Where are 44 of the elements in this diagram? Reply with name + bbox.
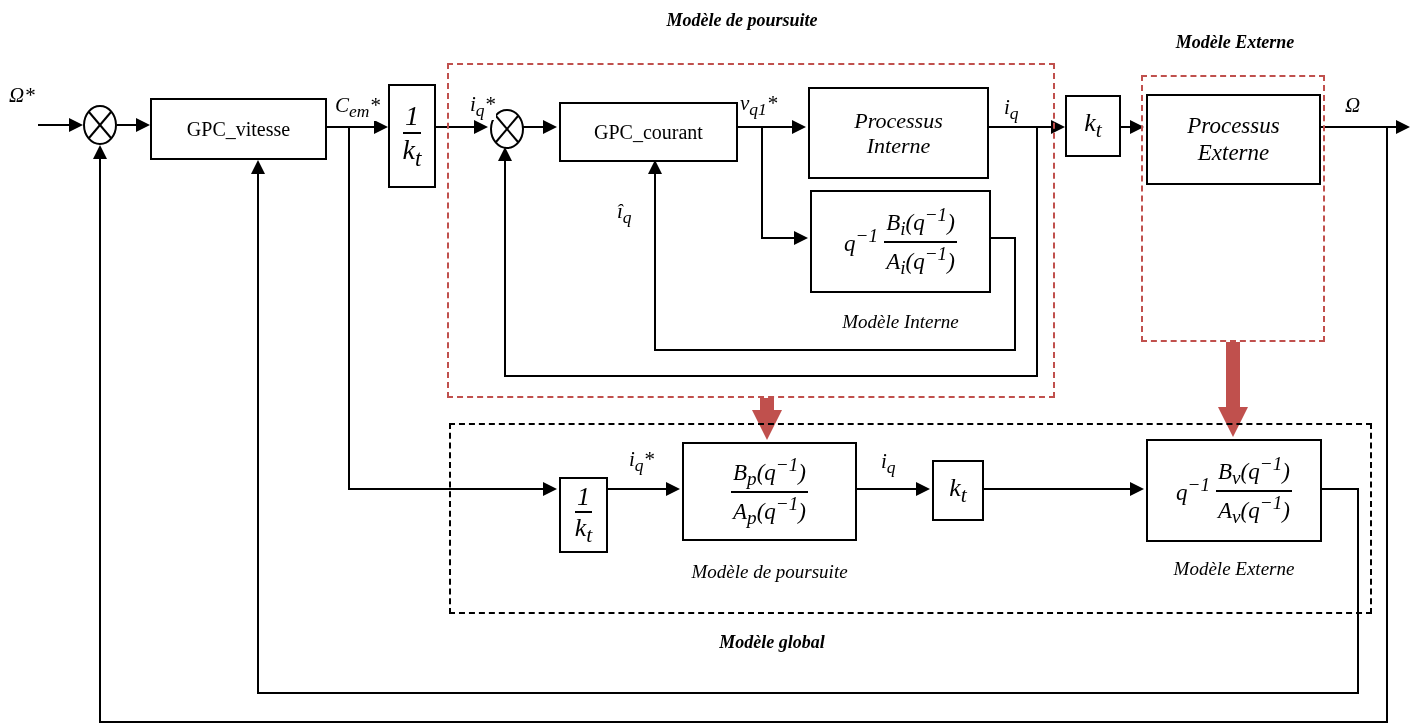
block-arrow bbox=[1218, 342, 1248, 437]
block-box bbox=[1146, 94, 1321, 185]
signal-arrow bbox=[93, 126, 1388, 723]
group-title: Modèle de poursuite bbox=[665, 10, 819, 31]
block-box bbox=[1065, 95, 1121, 157]
block-box bbox=[388, 84, 436, 188]
block-label: Processus Externe bbox=[1186, 113, 1281, 166]
block-caption: Modèle Interne bbox=[841, 311, 960, 333]
block-box bbox=[932, 460, 984, 521]
block-caption: Modèle Externe bbox=[1172, 558, 1296, 580]
fraction-numerator: 1 bbox=[403, 100, 421, 135]
block-label: k$_{t}$ bbox=[948, 472, 968, 509]
fraction-numerator: 1 bbox=[575, 481, 592, 514]
fraction-numerator: B$_{v}$(q$^{−1}$) bbox=[1216, 453, 1292, 492]
math-term: q$^{−1}$ bbox=[1176, 474, 1211, 507]
math-term: q$^{−1}$ bbox=[844, 225, 879, 258]
block-label: GPC_courant bbox=[593, 120, 704, 144]
summing-junction bbox=[490, 109, 524, 149]
fraction-denominator: k$_{t}$ bbox=[574, 513, 593, 549]
block-label: GPC_vitesse bbox=[185, 117, 292, 141]
fraction-denominator: A$_{p}$(q$^{−1}$) bbox=[733, 492, 806, 529]
block-box bbox=[559, 102, 738, 162]
signal-arrow bbox=[116, 118, 150, 132]
block-caption: Modèle de poursuite bbox=[690, 561, 849, 583]
block-box bbox=[150, 98, 327, 160]
group-title: Modèle Externe bbox=[1174, 32, 1296, 53]
signal-arrow bbox=[435, 120, 488, 134]
fraction-denominator: k$_{t}$ bbox=[402, 134, 422, 172]
block-box bbox=[808, 87, 989, 179]
fraction-denominator: A$_{i}$(q$^{−1}$) bbox=[886, 242, 955, 279]
group-title: Modèle global bbox=[718, 632, 826, 653]
signal-arrow bbox=[648, 160, 1016, 351]
signal-arrow bbox=[37, 118, 83, 132]
block-label: k$_{t}$ bbox=[1083, 108, 1103, 144]
block-box bbox=[559, 477, 608, 553]
summing-junction bbox=[83, 105, 117, 145]
block-arrow bbox=[752, 398, 782, 440]
signal-arrow bbox=[251, 160, 1359, 694]
fraction-numerator: B$_{p}$(q$^{−1}$) bbox=[731, 454, 808, 493]
fraction-denominator: A$_{v}$(q$^{−1}$) bbox=[1218, 491, 1290, 528]
block-label: Processus Interne bbox=[853, 107, 944, 159]
signal-arrow bbox=[498, 126, 1038, 377]
signal-arrow bbox=[1120, 120, 1144, 134]
fraction-numerator: B$_{i}$(q$^{−1}$) bbox=[884, 204, 957, 243]
